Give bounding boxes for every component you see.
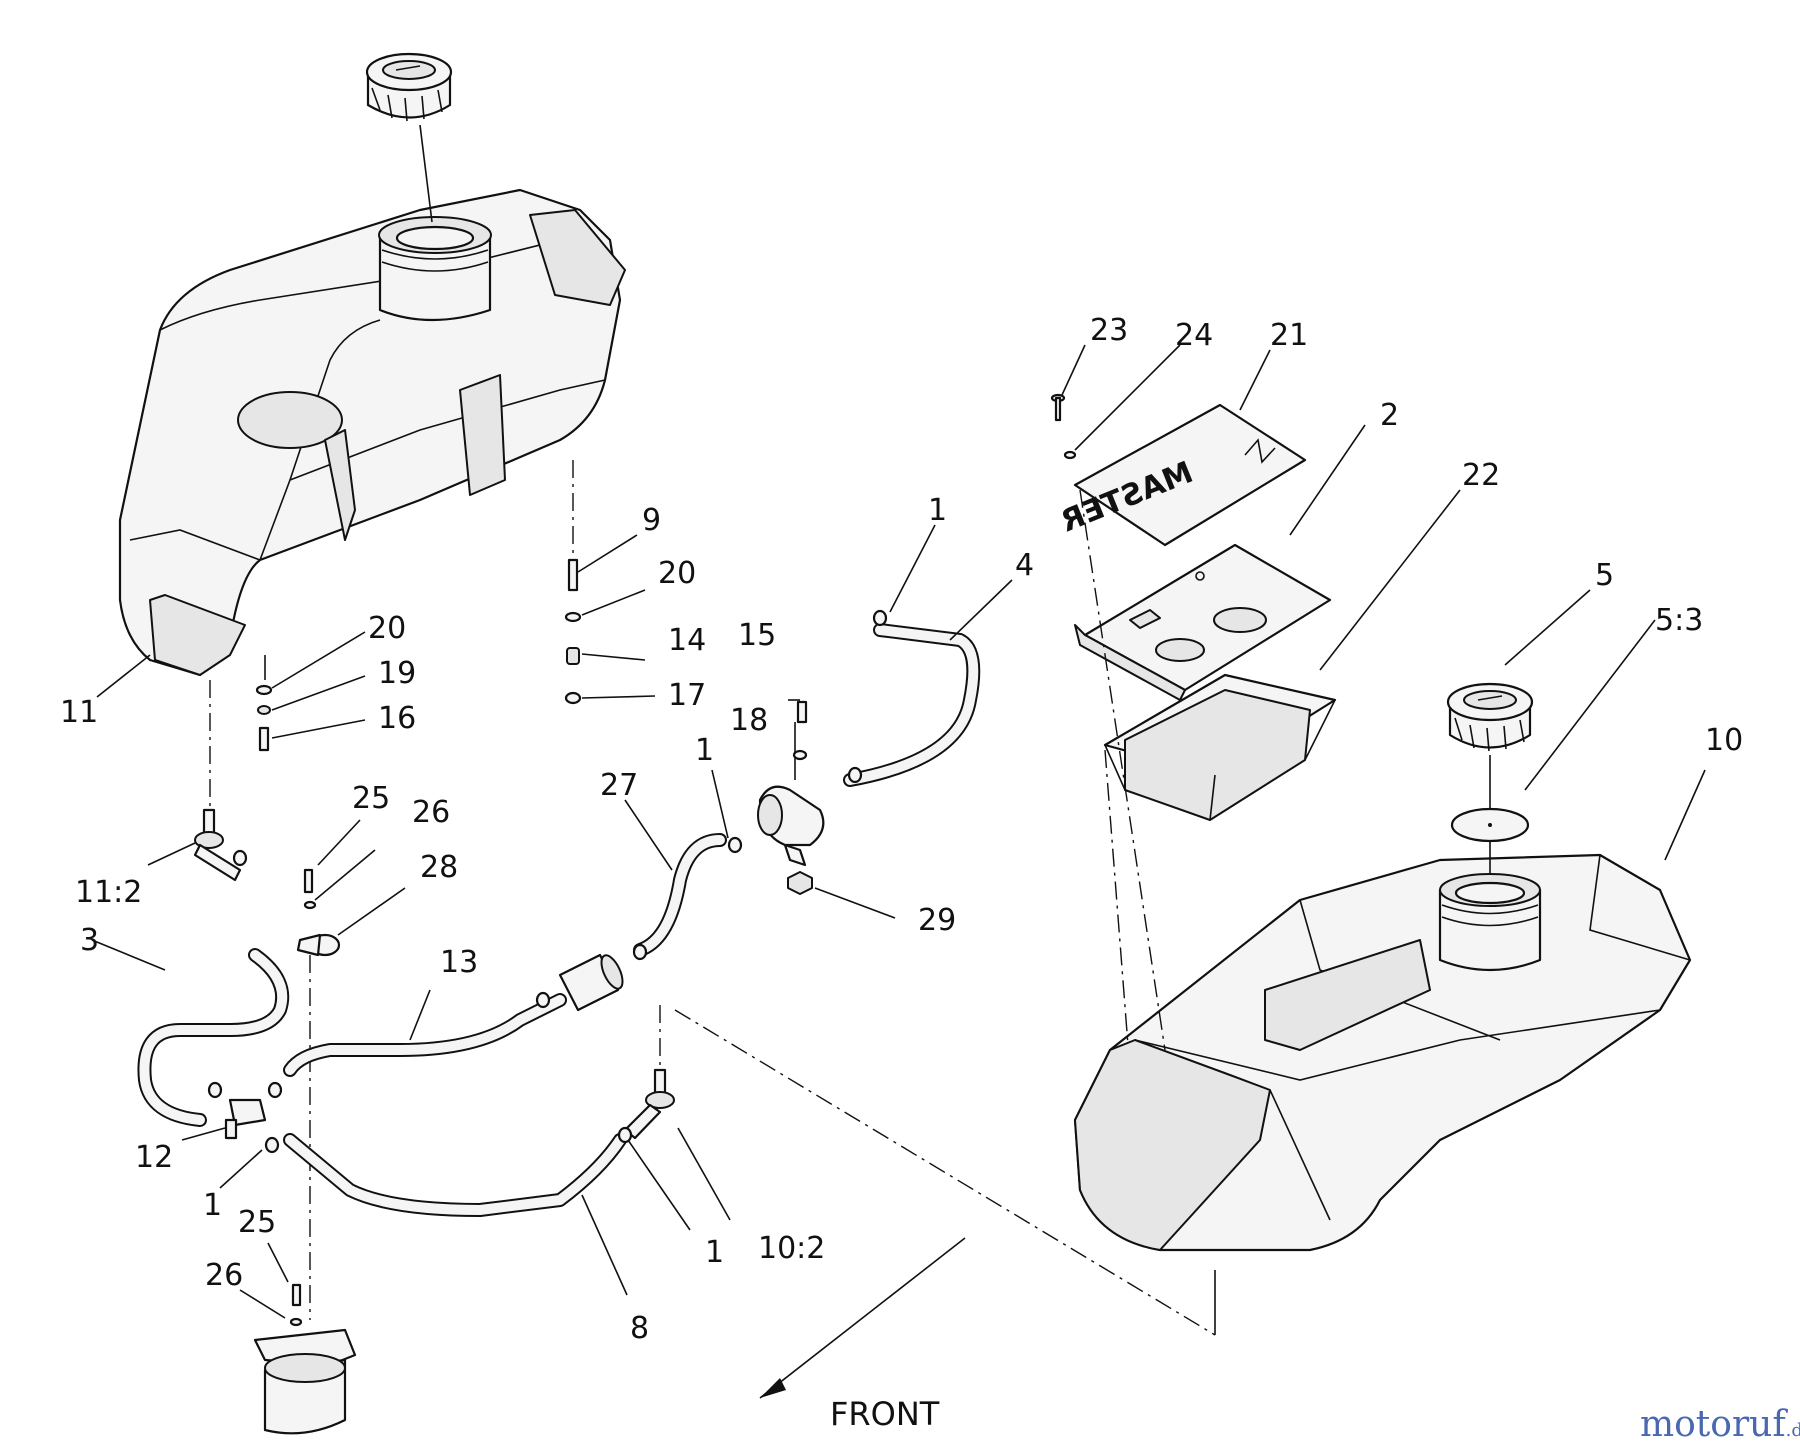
right-fuel-tank [1073, 853, 1692, 1252]
right-fuel-cap [1446, 682, 1534, 752]
clamp-28 [296, 933, 341, 957]
callout-27: 27 [600, 768, 638, 803]
washer-26-upper [303, 900, 317, 910]
tank-fitting-11-2 [193, 808, 242, 882]
left-fuel-cap [365, 52, 453, 122]
callout-labels: 23 24 21 2 22 5 5:3 10 1 4 9 20 14 17 15… [60, 313, 1743, 1346]
callout-26-lower: 26 [205, 1258, 243, 1293]
callout-15: 15 [738, 618, 776, 653]
callout-5-3: 5:3 [1655, 603, 1703, 638]
callout-5: 5 [1595, 558, 1614, 593]
screw-25-lower [291, 1283, 302, 1307]
callout-1-top: 1 [928, 493, 947, 528]
callout-25-upper: 25 [352, 781, 390, 816]
callout-17: 17 [668, 678, 706, 713]
screw-25-upper [303, 868, 314, 894]
hose-clamps [207, 609, 888, 1154]
callout-23: 23 [1090, 313, 1128, 348]
callout-9: 9 [642, 503, 661, 538]
grommet-19 [257, 705, 271, 715]
svg-text:motoruf.de: motoruf.de [1640, 1404, 1800, 1445]
mounting-bracket-plate [1074, 543, 1332, 701]
callout-24: 24 [1175, 318, 1213, 353]
callout-29: 29 [918, 903, 956, 938]
storage-tray [1103, 673, 1337, 821]
callout-20-lower: 20 [368, 611, 406, 646]
callout-14: 14 [668, 623, 706, 658]
callout-8: 8 [630, 1311, 649, 1346]
watermark-text: motoruf [1640, 1404, 1788, 1445]
callout-19: 19 [378, 656, 416, 691]
washer-20-upper [564, 611, 582, 623]
callout-13: 13 [440, 945, 478, 980]
filter-canister-bracket [253, 1328, 357, 1435]
callout-10: 10 [1705, 723, 1743, 758]
bushing-9 [567, 558, 579, 592]
callout-16: 16 [378, 701, 416, 736]
callout-1-bottom-left: 1 [203, 1188, 222, 1223]
screw-15 [796, 700, 808, 724]
nut-29 [787, 871, 813, 895]
callout-2: 2 [1380, 398, 1399, 433]
callout-12: 12 [135, 1140, 173, 1175]
front-direction-arrow: FRONT [759, 1237, 966, 1433]
washer-18 [792, 749, 808, 761]
callout-20-upper: 20 [658, 556, 696, 591]
callout-26-upper: 26 [412, 795, 450, 830]
nut-17 [564, 691, 582, 705]
front-label: FRONT [830, 1395, 940, 1433]
left-fuel-tank [118, 188, 626, 677]
callout-11-2: 11:2 [75, 875, 142, 910]
bolt-16 [258, 726, 270, 752]
watermark-suffix: .de [1786, 1420, 1800, 1441]
callout-18: 18 [730, 703, 768, 738]
tank-fitting-10-2 [623, 1068, 675, 1140]
fuel-pump [757, 785, 825, 867]
master-decal-plate: MASTER [1056, 403, 1307, 547]
callout-3: 3 [80, 923, 99, 958]
inline-fuel-filter [558, 953, 624, 1012]
callout-10-2: 10:2 [758, 1231, 825, 1266]
leader-lines [91, 344, 1706, 1319]
screw-23 [1050, 393, 1066, 422]
callout-11: 11 [60, 695, 98, 730]
washer-24 [1063, 450, 1077, 460]
washer-20-lower [255, 684, 273, 696]
motoruf-watermark: motoruf.de [1640, 1404, 1800, 1445]
washer-26-lower [289, 1317, 303, 1327]
callout-1-bottom: 1 [705, 1235, 724, 1270]
tee-fitting-12 [224, 1098, 267, 1140]
grommet-14 [566, 647, 580, 665]
callout-28: 28 [420, 850, 458, 885]
callout-1-pump: 1 [695, 733, 714, 768]
callout-21: 21 [1270, 318, 1308, 353]
callout-22: 22 [1462, 458, 1500, 493]
callout-25-lower: 25 [238, 1205, 276, 1240]
callout-4: 4 [1015, 548, 1034, 583]
